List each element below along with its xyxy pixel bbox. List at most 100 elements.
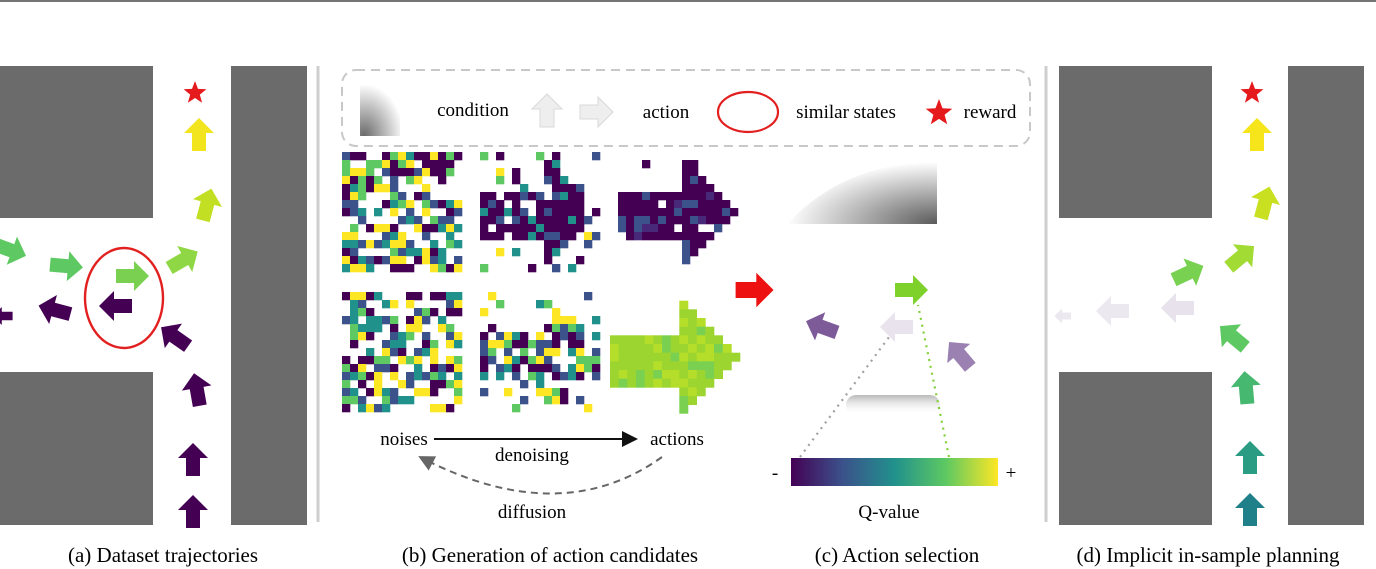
pixel-grid-4-cell	[374, 380, 383, 389]
pixel-grid-2-cell	[544, 232, 553, 241]
pixel-grid-1-cell	[406, 208, 415, 217]
pixel-grid-6-cell	[696, 370, 706, 379]
pixel-grid-1-cell	[374, 160, 383, 169]
pixel-grid-3-cell	[722, 208, 731, 217]
pixel-grid-4-cell	[406, 372, 415, 381]
pixel-grid-5-cell	[488, 348, 497, 357]
pixel-grid-6-cell	[653, 335, 663, 345]
pixel-grid-4-cell	[390, 324, 399, 333]
pixel-grid-1-cell	[454, 240, 463, 249]
pixel-grid-3-cell	[658, 192, 667, 201]
pixel-grid-4-cell	[446, 308, 455, 317]
pixel-grid-4-cell	[342, 404, 351, 413]
pixel-grid-5-cell	[536, 380, 545, 389]
pixel-grid-2-cell	[552, 168, 561, 177]
pixel-grid-4-cell	[422, 340, 431, 349]
denoising-label: denoising	[495, 445, 569, 466]
pixel-grid-4-cell	[430, 308, 439, 317]
pixel-grid-6-cell	[644, 352, 654, 362]
pixel-grid-4-cell	[390, 348, 399, 357]
pixel-grid-4-cell	[358, 292, 367, 301]
plan-arrow-icon	[1096, 296, 1129, 326]
pixel-grid-5-cell	[480, 372, 489, 381]
pixel-grid-4-cell	[390, 340, 399, 349]
pixel-grid-6-cell	[670, 370, 680, 379]
diffusion-arrow	[418, 456, 663, 495]
legend-star-icon	[925, 99, 953, 125]
pixel-grid-5-cell	[536, 300, 545, 309]
pixel-grid-4-cell	[366, 404, 375, 413]
pixel-grid-1-cell	[382, 256, 391, 265]
pixel-grid-6-cell	[662, 335, 671, 345]
pixel-grid-1-cell	[414, 176, 423, 185]
pixel-grid-3-cell	[642, 232, 651, 241]
pixel-grid-3-cell	[618, 192, 627, 201]
selection-arrow	[735, 272, 774, 308]
pixel-grid-3-cell	[682, 168, 691, 177]
pixel-grid-3-cell	[626, 224, 635, 233]
panel-c: - + Q-value	[772, 162, 1017, 523]
pixel-grid-1-cell	[390, 160, 399, 169]
pixel-grid-4-cell	[446, 404, 455, 413]
pixel-grid-2-cell	[512, 192, 521, 201]
pixel-grid-6-cell	[714, 335, 723, 345]
pixel-grid-1-cell	[350, 232, 359, 241]
pixel-grids	[342, 152, 741, 414]
pixel-grid-1-cell	[438, 264, 447, 273]
pixel-grid-1-cell	[454, 264, 463, 273]
pixel-grid-1-cell	[406, 160, 415, 169]
pixel-grid-1-cell	[422, 232, 431, 241]
pixel-grid-5-cell	[480, 332, 489, 341]
pixel-grid-4-cell	[350, 292, 359, 301]
pixel-grid-1-cell	[358, 216, 367, 225]
pixel-grid-1-cell	[366, 176, 375, 185]
pixel-grid-5-cell	[520, 396, 529, 405]
pixel-grid-1-cell	[446, 264, 455, 273]
building-a-bottomleft	[0, 372, 153, 525]
pixel-grid-3-cell	[658, 224, 667, 233]
pixel-grid-5-cell	[552, 396, 561, 405]
pixel-grid-3-cell	[690, 176, 699, 185]
pixel-grid-1-cell	[398, 232, 407, 241]
pixel-grid-1-cell	[350, 184, 359, 193]
pixel-grid-1-cell	[390, 168, 399, 177]
pixel-grid-3-cell	[618, 216, 627, 225]
pixel-grid-1-cell	[422, 192, 431, 201]
pixel-grid-6-cell	[696, 352, 706, 362]
pixel-grid-1-cell	[342, 264, 351, 273]
pixel-grid-4-cell	[342, 388, 351, 397]
pixel-grid-3-cell	[650, 208, 659, 217]
pixel-grid-2-cell	[568, 216, 577, 225]
pixel-grid-4-cell	[430, 340, 439, 349]
pixel-grid-4-cell	[446, 380, 455, 389]
pixel-grid-2-cell	[552, 232, 561, 241]
pixel-grid-6-cell	[679, 326, 689, 336]
building-a-topleft	[0, 66, 153, 218]
pixel-grid-6-cell	[662, 344, 671, 353]
pixel-grid-4-cell	[342, 396, 351, 405]
pixel-grid-3-cell	[714, 200, 723, 209]
pixel-grid-3-cell	[706, 184, 715, 193]
pixel-grid-2-cell	[488, 208, 497, 217]
pixel-grid-3-cell	[682, 240, 691, 249]
qvalue-plus: +	[1006, 463, 1017, 484]
star-icon	[183, 81, 207, 103]
pixel-grid-2-cell	[520, 232, 529, 241]
pixel-grid-1-cell	[390, 224, 399, 233]
pixel-grid-6-cell	[670, 335, 680, 345]
pixel-grid-1-cell	[342, 240, 351, 249]
pixel-grid-3-cell	[690, 200, 699, 209]
pixel-grid-5-cell	[528, 340, 537, 349]
pixel-grid-3-cell	[626, 200, 635, 209]
pixel-grid-5-cell	[520, 380, 529, 389]
pixel-grid-3-cell	[634, 192, 643, 201]
pixel-grid-1-cell	[382, 184, 391, 193]
pixel-grid-4-cell	[382, 396, 391, 405]
pixel-grid-4-cell	[398, 380, 407, 389]
pixel-grid-2-cell	[528, 224, 537, 233]
pixel-grid-6-cell	[670, 361, 680, 371]
legend-action-label: action	[643, 102, 690, 123]
pixel-grid-5-cell	[496, 372, 505, 381]
pixel-grid-5-cell	[552, 364, 561, 373]
pixel-grid-2-cell	[552, 200, 561, 209]
